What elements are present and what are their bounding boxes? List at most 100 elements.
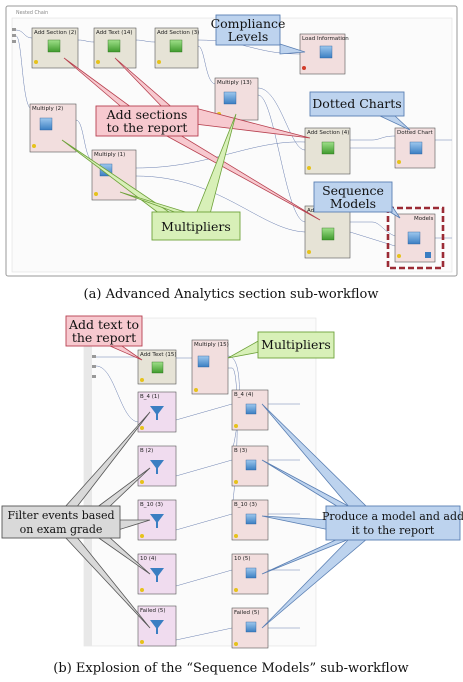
model-operator[interactable]: B_4 (4) [231,389,269,431]
caption-b: (b) Explosion of the “Sequence Models” s… [53,661,408,676]
operator-multiply-13[interactable]: Multiply (13) [214,77,259,121]
status-warning-icon [234,642,238,646]
add-section-icon [169,39,183,53]
status-warning-icon [32,144,36,148]
operator-add-section-4[interactable]: Add Section (4) [304,127,351,175]
filter-funnel-icon [150,568,164,582]
svg-text:Failed (5): Failed (5) [234,610,260,616]
sequence-model-icon [407,231,421,245]
operator-add-section-2[interactable]: Add Section (2) [31,27,79,69]
svg-text:Add Text (14): Add Text (14) [96,30,133,36]
model-operator[interactable]: B_10 (3) [231,499,269,541]
svg-text:Add Section (2): Add Section (2) [34,30,76,36]
svg-text:Dotted Chart: Dotted Chart [397,130,433,136]
add-text-icon [107,39,121,53]
callout-compliance-levels: Compliance Levels [211,14,306,55]
process-model-icon [245,459,257,471]
svg-text:10 (5): 10 (5) [234,556,251,562]
status-warning-icon [234,480,238,484]
svg-text:Multiply (15): Multiply (15) [194,342,229,348]
operator-add-section-5[interactable]: Add Section [304,205,351,259]
callout-dotted-charts: Dotted Charts [309,91,411,131]
dotted-chart-icon [409,141,423,155]
svg-text:Load Information: Load Information [302,36,349,42]
status-error-icon [302,66,306,70]
callout-multipliers-b: Multipliers [227,331,335,359]
status-warning-icon [157,60,161,64]
operator-dotted-chart[interactable]: Dotted Chart [394,127,436,169]
operator-add-section-3[interactable]: Add Section (3) [154,27,199,69]
left-input-ports-b [92,355,96,378]
process-model-icon [245,567,257,579]
operator-add-text-15[interactable]: Add Text (15) [137,349,177,385]
svg-text:B_10 (3): B_10 (3) [140,502,163,508]
operator-load-information[interactable]: Load Information [299,33,349,75]
status-warning-icon [397,160,401,164]
filter-funnel-icon [150,620,164,634]
svg-text:Sequence: Sequence [322,183,384,198]
status-warning-icon [397,254,401,258]
svg-text:it to the report: it to the report [352,524,435,537]
status-warning-icon [140,378,144,382]
callout-add-sections: Add sections to the report [63,57,321,221]
operator-sequence-models[interactable]: Models [386,206,445,270]
add-section-icon [321,141,335,155]
svg-text:Multipliers: Multipliers [161,219,231,234]
svg-text:Models: Models [330,196,376,211]
filter-operator[interactable]: 10 (4) [137,553,177,595]
nested-chain-label: Nested Chain [16,10,48,16]
callout-multipliers-a: Multipliers [61,113,241,241]
status-warning-icon [96,60,100,64]
svg-text:Multiply (2): Multiply (2) [32,106,63,112]
filter-funnel-icon [150,406,164,420]
svg-text:B (3): B (3) [234,448,247,454]
svg-text:Add Section (4): Add Section (4) [307,130,349,136]
svg-text:Add Section (3): Add Section (3) [157,30,199,36]
svg-text:on exam grade: on exam grade [20,523,103,536]
status-warning-icon [234,588,238,592]
filter-funnel-icon [150,514,164,528]
status-warning-icon [140,534,144,538]
callout-produce-model: Produce a model and add it to the report [261,403,463,629]
svg-text:Multiply (13): Multiply (13) [217,80,252,86]
svg-text:Dotted Charts: Dotted Charts [312,96,401,111]
filter-operator[interactable]: B (2) [137,445,177,487]
svg-text:Add text to: Add text to [68,317,139,332]
status-warning-icon [94,192,98,196]
svg-text:10 (4): 10 (4) [140,556,157,562]
status-warning-icon [194,388,198,392]
model-operator[interactable]: B (3) [231,445,269,487]
panel-a: Nested Chain [5,5,458,277]
multiply-icon [197,355,210,368]
status-warning-icon [307,250,311,254]
subprocess-icon [425,252,431,258]
status-warning-icon [234,534,238,538]
svg-text:B_4 (1): B_4 (1) [140,394,160,400]
filter-operator[interactable]: B_4 (1) [137,391,177,433]
process-model-icon [245,621,257,633]
status-warning-icon [140,480,144,484]
svg-text:Compliance: Compliance [211,16,286,31]
svg-text:to the report: to the report [107,120,188,135]
operator-add-text-14[interactable]: Add Text (14) [93,27,137,69]
add-section-icon [321,227,335,241]
filter-funnel-icon [150,460,164,474]
svg-text:Failed (5): Failed (5) [140,608,166,614]
status-warning-icon [140,426,144,430]
svg-text:Models: Models [414,216,434,222]
operator-multiply-15[interactable]: Multiply (15) [191,339,229,395]
filter-operator[interactable]: Failed (5) [137,605,177,647]
multiply-icon [39,117,53,131]
svg-text:B_4 (4): B_4 (4) [234,392,254,398]
status-warning-icon [34,60,38,64]
svg-text:Produce a model and add: Produce a model and add [322,510,463,523]
svg-text:Levels: Levels [228,29,269,44]
caption-a: (a) Advanced Analytics section sub-workf… [84,287,379,302]
process-model-icon [245,513,257,525]
process-model-icon [245,403,257,415]
load-information-icon [319,45,333,59]
svg-text:Multipliers: Multipliers [261,337,331,352]
callout-add-text: Add text to the report [65,315,143,361]
wires-a [15,29,452,247]
